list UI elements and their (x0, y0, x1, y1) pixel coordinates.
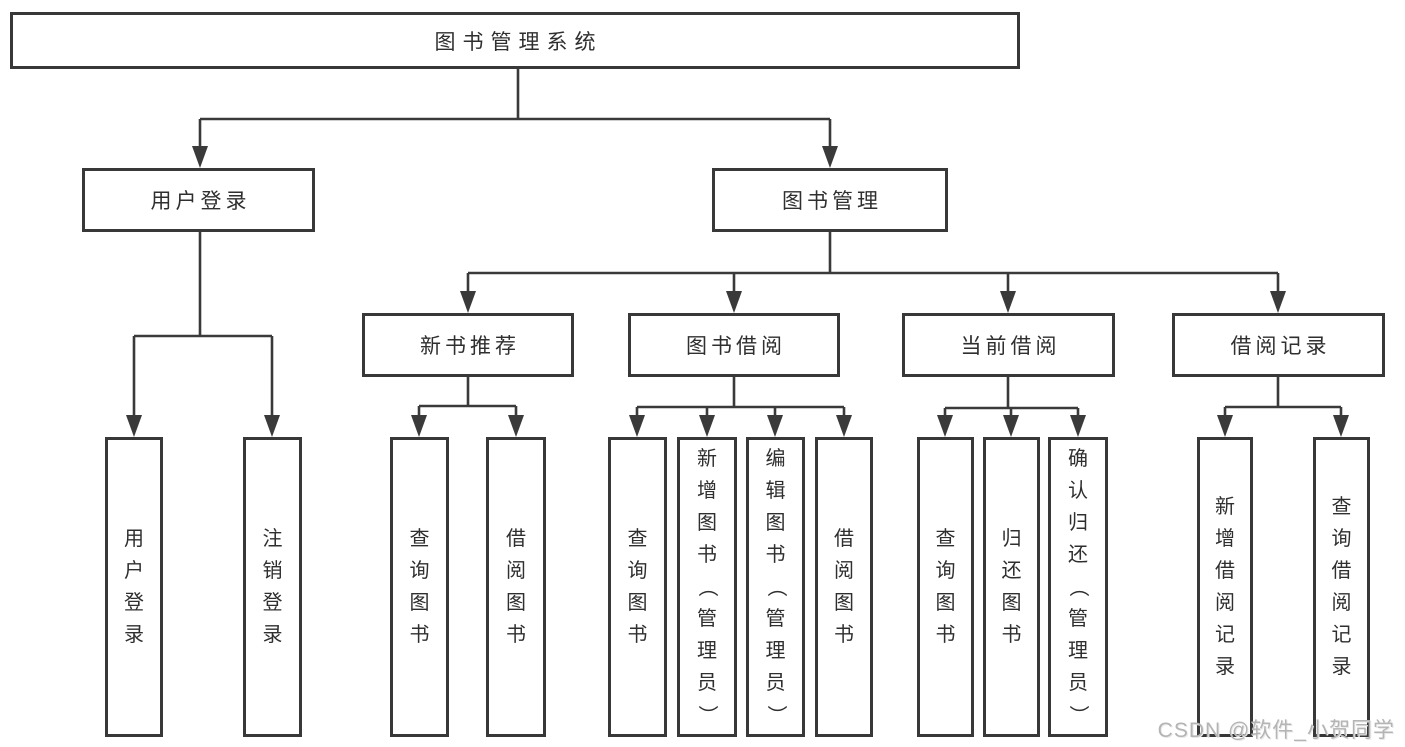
node-user-login: 用户登录 (82, 168, 315, 232)
leaf-add-books-admin: 新增图书（管理员） (677, 437, 737, 737)
leaf-add-borrow-record: 新增借阅记录 (1197, 437, 1253, 737)
node-current-borrowing: 当前借阅 (902, 313, 1115, 377)
leaf-edit-books-admin-label: 编辑图书（管理员） (764, 448, 787, 725)
leaf-confirm-return-admin-label: 确认归还（管理员） (1067, 448, 1089, 725)
csdn-watermark: CSDN @软件_小贺同学 (1157, 719, 1395, 742)
leaf-newrec-query-books: 查询图书 (390, 437, 449, 737)
leaf-borrow-query-books-label: 查询图书 (627, 528, 648, 646)
leaf-confirm-return-admin: 确认归还（管理员） (1048, 437, 1108, 737)
leaf-edit-books-admin: 编辑图书（管理员） (746, 437, 805, 737)
node-borrowing-records: 借阅记录 (1172, 313, 1385, 377)
leaf-user-login-label: 用户登录 (124, 528, 144, 646)
leaf-return-books: 归还图书 (983, 437, 1040, 737)
leaf-return-books-label: 归还图书 (1001, 528, 1022, 646)
leaf-user-login: 用户登录 (105, 437, 163, 737)
leaf-logout-login: 注销登录 (243, 437, 302, 737)
node-book-borrowing: 图书借阅 (628, 313, 840, 377)
leaf-add-borrow-record-label: 新增借阅记录 (1215, 496, 1235, 678)
leaf-current-query-books: 查询图书 (917, 437, 974, 737)
node-book-management: 图书管理 (712, 168, 948, 232)
node-new-book-recommendation: 新书推荐 (362, 313, 574, 377)
leaf-borrow-query-books: 查询图书 (608, 437, 667, 737)
leaf-newrec-borrow-books-label: 借阅图书 (506, 528, 526, 646)
leaf-query-borrow-record: 查询借阅记录 (1313, 437, 1370, 737)
leaf-borrow-borrow-books: 借阅图书 (815, 437, 873, 737)
leaf-add-books-admin-label: 新增图书（管理员） (696, 448, 718, 725)
arrowheads (126, 146, 1349, 437)
leaf-query-borrow-record-label: 查询借阅记录 (1331, 496, 1352, 678)
node-root-system: 图书管理系统 (10, 12, 1020, 69)
leaf-newrec-borrow-books: 借阅图书 (486, 437, 546, 737)
leaf-current-query-books-label: 查询图书 (935, 528, 956, 646)
leaf-logout-login-label: 注销登录 (262, 528, 283, 646)
leaf-newrec-query-books-label: 查询图书 (409, 528, 430, 646)
leaf-borrow-borrow-books-label: 借阅图书 (834, 528, 854, 646)
